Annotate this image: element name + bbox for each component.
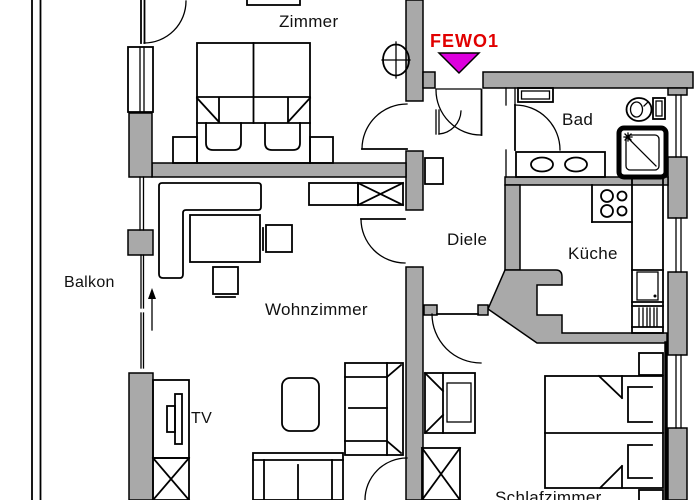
zimmer-balcony-door xyxy=(127,46,154,113)
kitchen-unit xyxy=(631,177,664,334)
diele-closet-door xyxy=(435,109,462,135)
coffee-table xyxy=(189,214,261,263)
nightstand xyxy=(172,136,198,164)
room-label-kueche: Küche xyxy=(568,244,618,263)
zimmer-diele-door xyxy=(361,103,408,150)
sofa-bottom xyxy=(252,452,344,500)
double-bed-schlafzimmer xyxy=(544,374,664,490)
furniture-label-tv: TV xyxy=(191,410,213,427)
armchair-small xyxy=(262,224,293,253)
schlafzimmer-furniture xyxy=(420,352,664,500)
armchair-small xyxy=(212,266,239,298)
room-label-diele: Diele xyxy=(447,230,488,249)
kueche-fixtures xyxy=(591,177,664,334)
walls xyxy=(127,0,694,500)
balcony-railing xyxy=(31,0,42,500)
tv-unit xyxy=(152,379,190,459)
balcony-exit-arrow xyxy=(148,288,156,331)
fridge xyxy=(636,271,659,301)
wardrobe-x xyxy=(420,446,462,500)
schlafzimmer-door xyxy=(423,304,489,364)
wardrobe-x xyxy=(356,181,405,207)
fewo-marker-label: FEWO1 xyxy=(430,31,500,51)
wohnzimmer-window xyxy=(139,176,145,231)
wohnzimmer-balcony-door xyxy=(140,254,145,369)
room-label-balkon: Balkon xyxy=(64,274,115,291)
stove xyxy=(591,184,633,223)
vent-hatch xyxy=(638,307,658,327)
toilet xyxy=(625,97,666,122)
room-label-wohnzimmer: Wohnzimmer xyxy=(265,300,368,319)
wohnzimmer-bottom-door xyxy=(364,457,408,500)
radiator xyxy=(517,87,554,103)
double-bed-zimmer xyxy=(195,42,312,164)
armchair xyxy=(423,371,476,435)
nightstand xyxy=(638,489,664,500)
bad-fixtures xyxy=(515,87,669,180)
entrance-marker xyxy=(381,41,481,79)
corner-sofa xyxy=(158,182,262,279)
apartment-entrance-door xyxy=(435,88,483,136)
room-label-schlafzimmer: Schlafzimmer xyxy=(495,488,602,500)
shower xyxy=(616,125,669,180)
schlafzimmer-window xyxy=(675,354,682,429)
nightstand xyxy=(309,136,334,164)
kueche-window xyxy=(675,217,682,273)
sideboard xyxy=(308,182,359,206)
sofa-right xyxy=(344,362,404,456)
zimmer-furniture xyxy=(172,0,334,164)
nightstand xyxy=(638,352,664,376)
sink-counter xyxy=(515,151,606,178)
bad-window xyxy=(675,94,682,158)
zimmer-entry-door xyxy=(140,0,187,44)
wardrobe-x xyxy=(151,456,191,500)
wall-symbol-icon xyxy=(381,41,411,79)
dining-table xyxy=(281,377,320,432)
entrance-marker-triangle xyxy=(437,52,481,75)
bad-door xyxy=(514,104,561,151)
wohnzimmer-diele-door xyxy=(360,218,406,264)
room-label-bad: Bad xyxy=(562,110,594,129)
windows xyxy=(31,0,682,500)
diele-shelf xyxy=(424,157,444,185)
doors xyxy=(140,0,561,500)
window-sill xyxy=(246,0,301,6)
wohnzimmer-furniture xyxy=(148,181,405,500)
bad-partition xyxy=(505,87,516,178)
room-label-zimmer: Zimmer xyxy=(279,12,339,31)
